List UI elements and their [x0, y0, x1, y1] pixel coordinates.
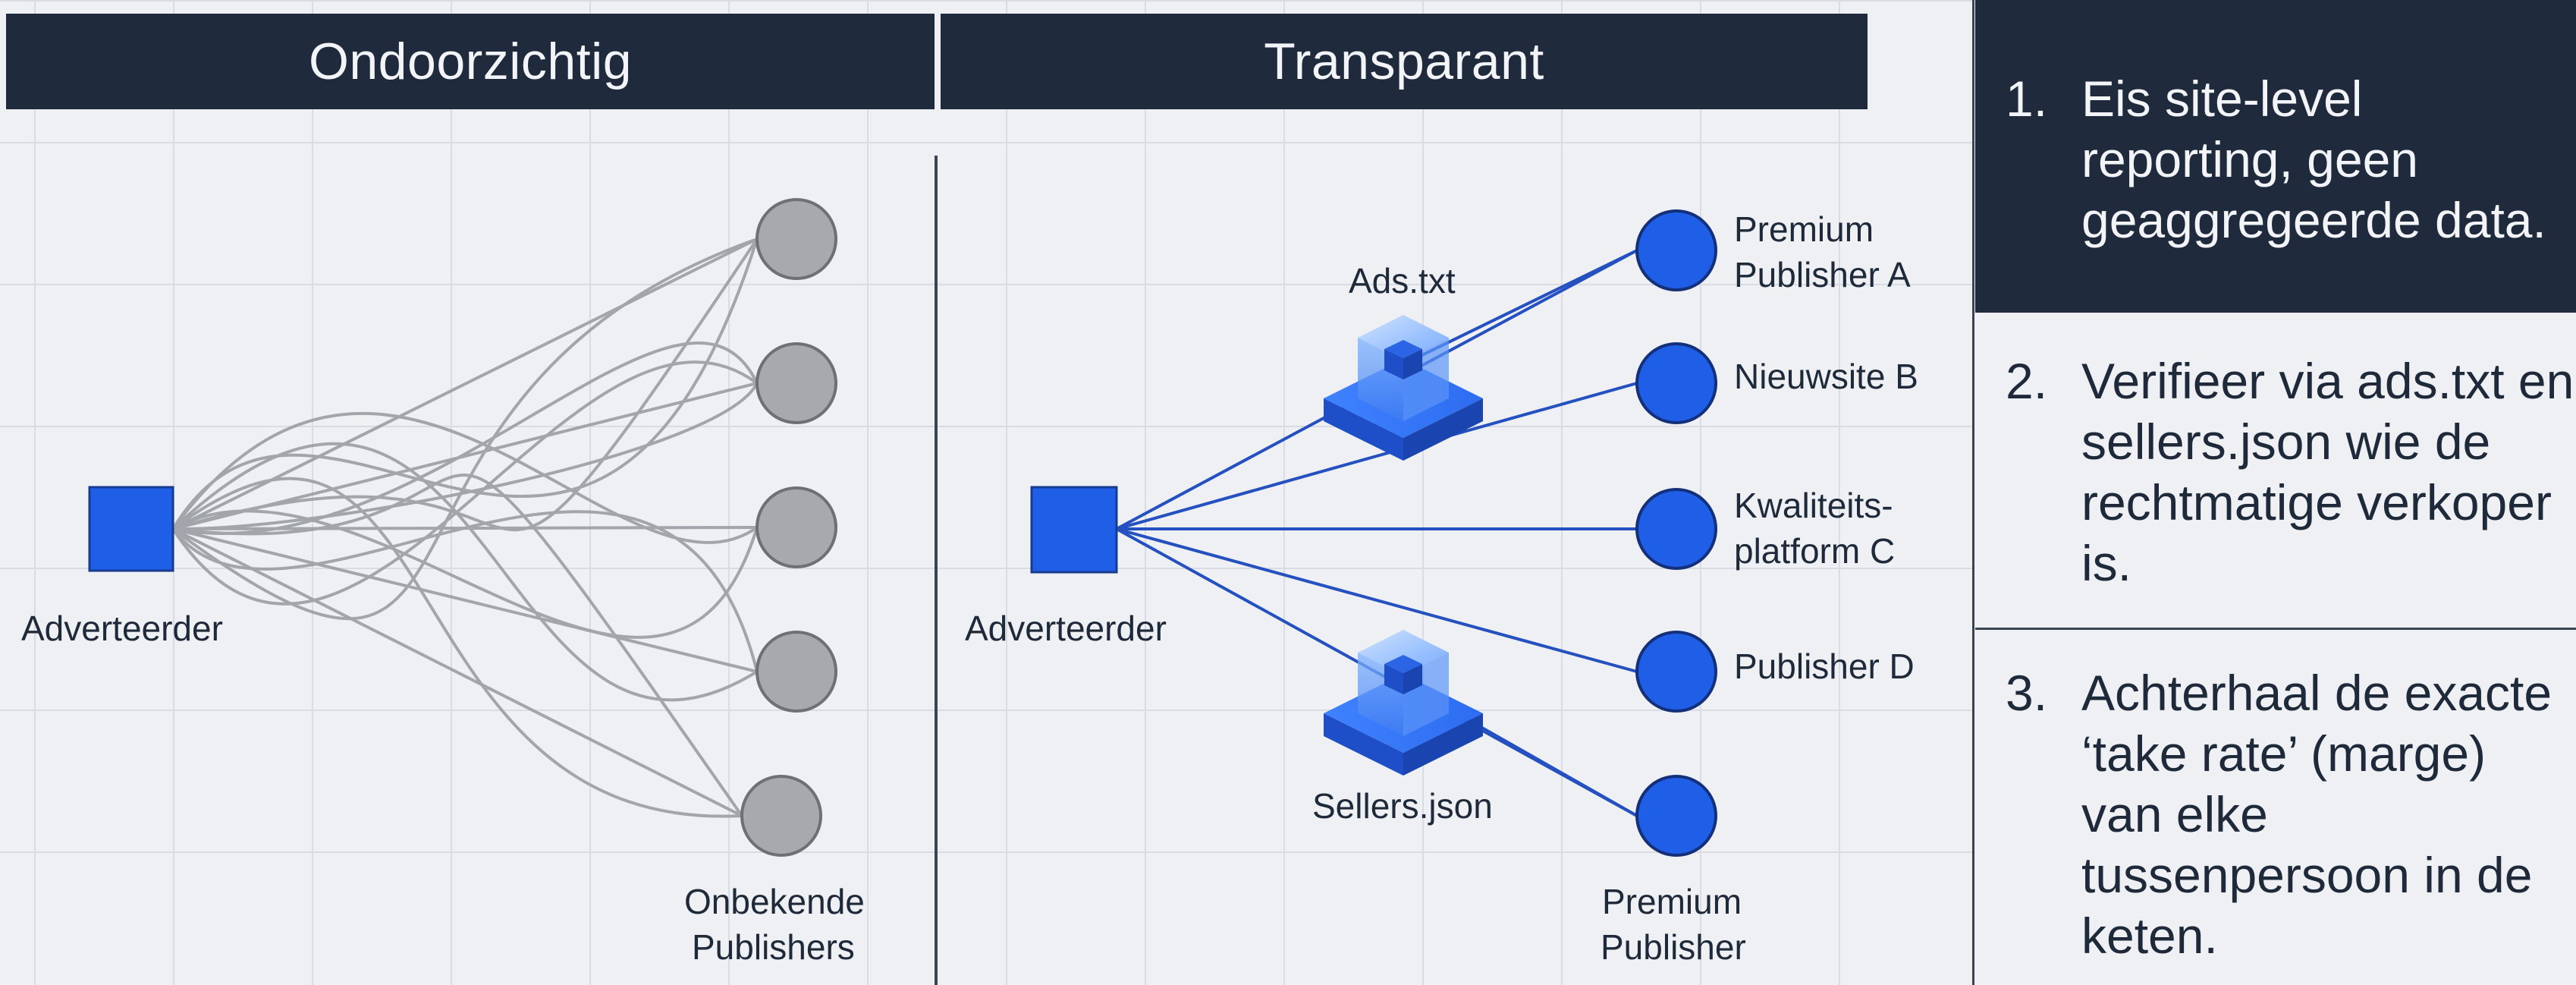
- transparent-line: [1116, 527, 1638, 673]
- advertiser-label-opaque: Adverteerder: [21, 609, 223, 648]
- publisher-e-label-line2: Publisher: [1601, 927, 1746, 967]
- publisher-node: [1635, 342, 1717, 424]
- publisher-node: [1635, 209, 1717, 291]
- ads-txt-cube-icon: [1324, 315, 1483, 461]
- publisher-c-label-line2: platform C: [1734, 531, 1896, 571]
- unknown-publisher-node: [740, 775, 822, 857]
- transparent-line: [1116, 382, 1638, 530]
- opaque-header: Ondoorzichtig: [6, 14, 935, 109]
- unknown-publisher-node: [756, 342, 837, 424]
- opaque-curve: [172, 238, 759, 532]
- publisher-e-label-line1: Premium: [1602, 882, 1742, 921]
- opaque-curve: [172, 474, 743, 817]
- sellers-json-cube-icon: [1324, 630, 1483, 776]
- unknown-publishers-label-line1: Onbekende: [684, 882, 865, 921]
- step-3-text: Achterhaal de exacte ‘take rate’ (marge)…: [2081, 665, 2552, 964]
- step-2-panel: 2. Verifieer via ads.txt en sellers.json…: [1975, 313, 2576, 630]
- ads-txt-label: Ads.txt: [1349, 261, 1456, 301]
- unknown-publisher-node: [756, 198, 837, 280]
- step-2-text: Verifieer via ads.txt en sellers.json wi…: [2081, 353, 2574, 591]
- publisher-d-label: Publisher D: [1734, 647, 1915, 686]
- panel-divider: [1972, 0, 1974, 985]
- opaque-curve: [171, 477, 743, 818]
- transparent-header: Transparant: [941, 14, 1868, 109]
- step-1-panel: 1. Eis site-level reporting, geen geaggr…: [1975, 0, 2576, 313]
- section-divider: [935, 156, 938, 985]
- opaque-curve: [172, 382, 759, 531]
- publisher-a-label-line2: Publisher A: [1734, 255, 1911, 294]
- sellers-json-label: Sellers.json: [1312, 786, 1493, 826]
- advertiser-square-opaque: [88, 486, 174, 572]
- opaque-curve: [172, 341, 759, 535]
- step-2-number: 2.: [2006, 353, 2048, 409]
- publisher-c-label-line1: Kwaliteits-: [1734, 486, 1893, 525]
- publisher-node: [1635, 488, 1717, 570]
- step-3-panel: 3. Achterhaal de exacte ‘take rate’ (mar…: [1975, 632, 2576, 985]
- step-3-number: 3.: [2006, 665, 2048, 721]
- opaque-line: [172, 527, 743, 817]
- transparent-connections: [1116, 249, 1638, 817]
- opaque-line: [172, 527, 758, 673]
- opaque-curve: [172, 509, 759, 639]
- publisher-node: [1635, 631, 1717, 713]
- opaque-curve: [171, 510, 759, 672]
- publisher-nodes: [1635, 209, 1717, 857]
- unknown-publisher-node: [756, 631, 837, 713]
- opaque-curve: [171, 238, 758, 621]
- unknown-publisher-nodes: [740, 198, 837, 857]
- opaque-curve: [171, 442, 759, 702]
- advertiser-square-transparent: [1030, 486, 1118, 574]
- publisher-b-label: Nieuwsite B: [1734, 357, 1918, 396]
- opaque-curve: [171, 412, 759, 544]
- advertiser-label-transparent: Adverteerder: [965, 609, 1167, 648]
- publisher-a-label-line1: Premium: [1734, 209, 1874, 249]
- opaque-curve: [171, 238, 759, 530]
- unknown-publishers-label-line2: Publishers: [692, 927, 855, 967]
- unknown-publisher-node: [756, 486, 837, 568]
- step-1-number: 1.: [2006, 71, 2048, 127]
- step-1-text: Eis site-level reporting, geen geaggrege…: [2081, 71, 2546, 248]
- network-diagram: [88, 198, 1717, 857]
- opaque-connections: [171, 238, 759, 818]
- publisher-node: [1635, 775, 1717, 857]
